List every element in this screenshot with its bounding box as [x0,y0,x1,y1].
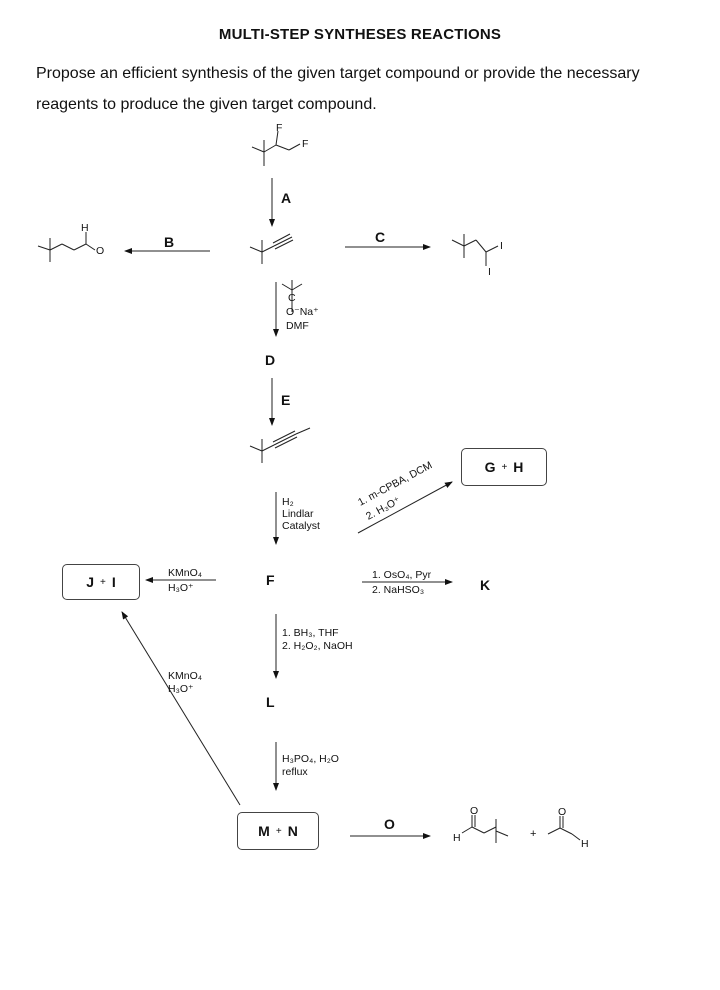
label-o: O [384,816,395,832]
plus-gh: + [501,461,508,473]
label-f: F [266,572,275,588]
label-b: B [164,234,175,250]
reagent-kmno4-top: KMnO₄ [168,567,203,579]
reagent-h2: H₂ [282,496,294,508]
label-a: A [281,190,292,206]
label-l: L [266,694,275,710]
label-n: N [287,823,298,839]
reagent-reflux: reflux [282,766,308,778]
label-h: H [513,459,524,475]
atom-o-product2: O [558,806,567,818]
atom-c-acetylide: C [288,292,296,304]
box-g-plus-h: G + H [461,448,547,486]
label-i: I [111,574,116,590]
label-d: D [265,352,276,368]
atom-f-top: F [276,122,283,134]
box-j-plus-i: J + I [62,564,140,600]
atom-h-aldehyde: H [81,222,89,234]
label-e: E [281,392,291,408]
page-title: MULTI-STEP SYNTHESES REACTIONS [218,26,502,43]
reagent-nahso3: 2. NaHSO₃ [372,584,425,596]
box-m-plus-n: M + N [237,812,319,850]
difluoro-start-structure [251,130,301,166]
label-c: C [375,229,386,245]
atom-o-aldehyde: O [96,245,105,257]
label-g: G [484,459,496,475]
aldehyde-left-structure [37,232,96,262]
plus-ji: + [100,576,106,588]
reagent-acetylide-ion: O⁻Na⁺ [286,306,319,318]
atom-i-bottom: I [488,266,491,278]
acetylide-reagent-structure [281,280,303,312]
reagent-h3o-top: H₃O⁺ [168,582,194,594]
diiodo-right-structure [451,234,499,266]
reagent-catalyst: Catalyst [282,520,320,532]
atom-h-product1: H [453,832,461,844]
instructions-text: Propose an efficient synthesis of the gi… [36,65,640,113]
atom-f-right: F [302,138,309,150]
products-plus: + [530,828,537,840]
bottom-aldehyde-1-structure [461,815,509,843]
plus-mn: + [275,825,282,837]
alkyne-structure [249,233,294,264]
reagent-bh3: 1. BH₃, THF [282,627,339,639]
reagent-dmf: DMF [286,320,309,332]
internal-alkyne-structure [249,427,311,463]
reagent-h3po4: H₃PO₄, H₂O [282,753,339,765]
reagent-lindlar: Lindlar [282,508,314,520]
arrow-mcpba [357,481,453,534]
label-k: K [480,577,491,593]
atom-h-product2: H [581,838,589,850]
reagent-kmno4-diag: KMnO₄ [168,670,203,682]
atom-i-right: I [500,240,503,252]
reagent-h2o2: 2. H₂O₂, NaOH [282,640,353,652]
label-m: M [258,823,270,839]
arrow-kmno4-diagonal [121,611,241,806]
atom-o-product1: O [470,805,479,817]
reagent-h3o-diag: H₃O⁺ [168,683,194,695]
label-j: J [86,574,95,590]
bottom-aldehyde-2-structure [547,816,581,841]
reagent-oso4: 1. OsO₄, Pyr [372,569,432,581]
